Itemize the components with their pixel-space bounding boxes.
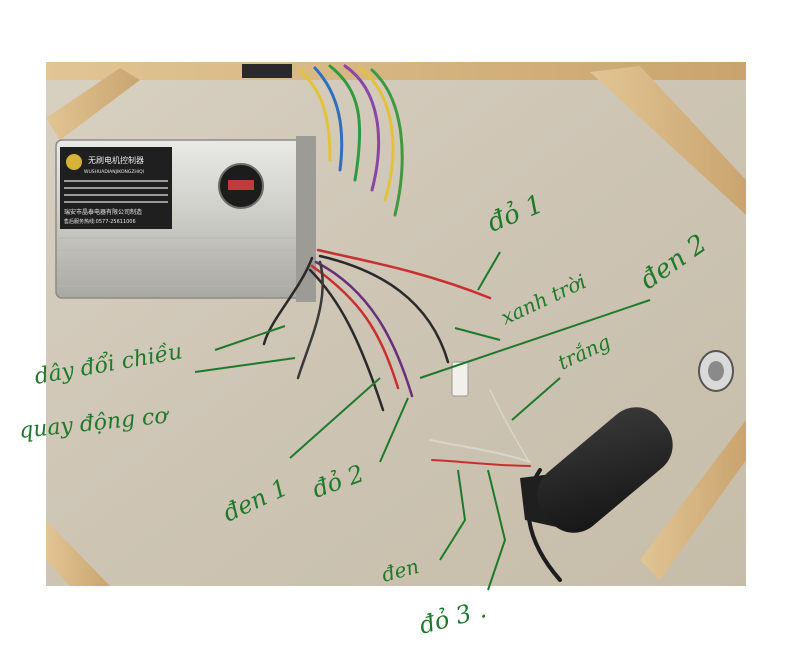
- controller-title: 无刷电机控制器: [88, 155, 144, 165]
- pointer-trang: [511, 377, 561, 421]
- controller-wires: [262, 248, 492, 412]
- throttle-handle: [520, 350, 734, 533]
- controller-phone: 售后服务热线:0577-25611006: [64, 218, 136, 225]
- pointer-day: [214, 325, 286, 351]
- pointer-xanh: [454, 327, 501, 341]
- pointer-do2: [379, 397, 409, 463]
- controller-maker: 瑞安市晶泰电器有限公司制造: [64, 208, 142, 216]
- label-do3: đỏ 3 .: [416, 595, 489, 640]
- pointer-den1: [289, 377, 381, 459]
- pointer-den: [439, 469, 467, 561]
- pointer-do1: [477, 251, 501, 291]
- wood-frame: [46, 62, 746, 586]
- pointer-do3: [487, 469, 507, 591]
- white-connector: [451, 361, 469, 397]
- controller-subtitle: WUSHUADIANJIKONGZHIQI: [84, 169, 144, 175]
- controller-box: 无刷电机控制器 WUSHUADIANJIKONGZHIQI 瑞安市晶泰电器有限公…: [55, 136, 316, 302]
- pointer-day-2: [194, 357, 296, 373]
- pointer-den2: [419, 299, 651, 379]
- top-wires: [242, 64, 404, 217]
